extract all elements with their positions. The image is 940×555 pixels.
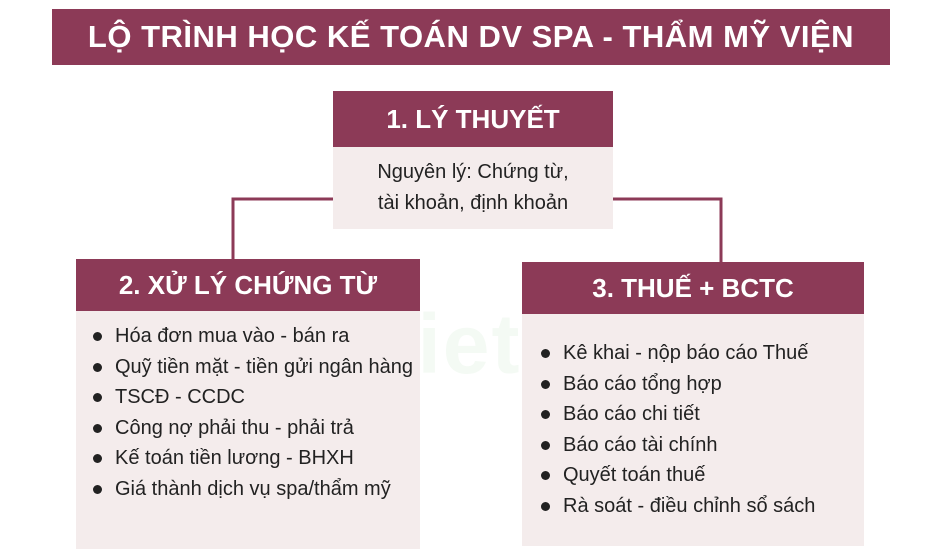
connector-right [613, 197, 723, 262]
step-3-list: Kê khai - nộp báo cáo Thuế Báo cáo tổng … [539, 338, 859, 521]
connector-left [231, 197, 333, 259]
step-2-body: Hóa đơn mua vào - bán ra Quỹ tiền mặt - … [76, 311, 420, 549]
step-1-heading: 1. LÝ THUYẾT [333, 91, 613, 147]
list-item: Quyết toán thuế [539, 460, 859, 491]
list-item: Báo cáo tổng hợp [539, 369, 859, 400]
list-item: Hóa đơn mua vào - bán ra [91, 321, 416, 352]
list-item: Rà soát - điều chỉnh sổ sách [539, 491, 859, 522]
step-3-heading: 3. THUẾ + BCTC [522, 262, 864, 314]
list-item: Kê khai - nộp báo cáo Thuế [539, 338, 859, 369]
list-item: Giá thành dịch vụ spa/thẩm mỹ [91, 474, 416, 505]
step-3-body: Kê khai - nộp báo cáo Thuế Báo cáo tổng … [522, 314, 864, 546]
list-item: Báo cáo tài chính [539, 430, 859, 461]
step-1-line: Nguyên lý: Chứng từ, [377, 161, 569, 183]
list-item: TSCĐ - CCDC [91, 382, 416, 413]
list-item: Quỹ tiền mặt - tiền gửi ngân hàng [91, 352, 416, 383]
step-1-body: Nguyên lý: Chứng từ, tài khoản, định kho… [333, 147, 613, 229]
list-item: Báo cáo chi tiết [539, 399, 859, 430]
list-item: Kế toán tiền lương - BHXH [91, 443, 416, 474]
page-title: LỘ TRÌNH HỌC KẾ TOÁN DV SPA - THẨM MỸ VI… [52, 9, 890, 65]
step-2-list: Hóa đơn mua vào - bán ra Quỹ tiền mặt - … [91, 321, 416, 504]
step-2-heading: 2. XỬ LÝ CHỨNG TỪ [76, 259, 420, 311]
list-item: Công nợ phải thu - phải trả [91, 413, 416, 444]
step-1-line: tài khoản, định khoản [377, 192, 569, 214]
